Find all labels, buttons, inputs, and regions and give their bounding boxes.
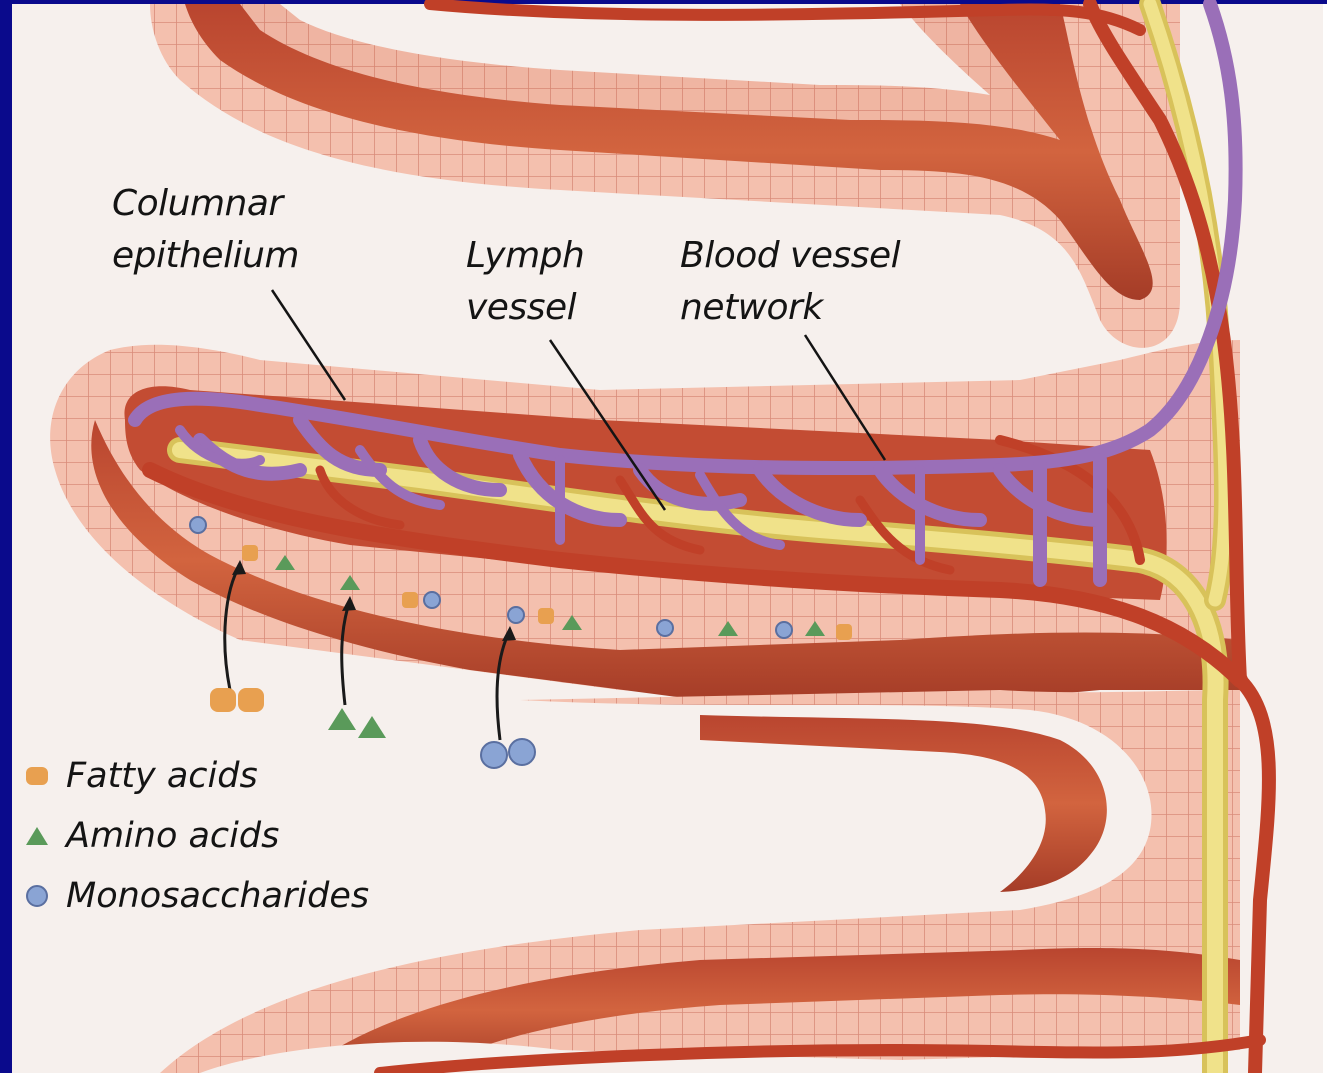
fatty-acid-icon <box>22 761 58 791</box>
label-columnar-epithelium: Columnar epithelium <box>112 178 299 282</box>
legend-amino-acids: Amino acids <box>22 816 279 856</box>
label-line: Lymph <box>466 230 584 282</box>
monosaccharide-icon <box>22 881 58 911</box>
label-line: Blood vessel <box>680 230 900 282</box>
amino-acid-icon <box>22 821 58 851</box>
label-lymph-vessel: Lymph vessel <box>466 230 584 334</box>
legend-monosaccharides: Monosaccharides <box>22 876 369 916</box>
legend-fatty-acids: Fatty acids <box>22 756 258 796</box>
label-line: Columnar <box>112 178 299 230</box>
legend-label: Monosaccharides <box>66 876 369 916</box>
label-blood-vessel-network: Blood vessel network <box>680 230 900 334</box>
legend-label: Fatty acids <box>66 756 258 796</box>
right-edge <box>1323 4 1327 1073</box>
label-line: epithelium <box>112 230 299 282</box>
label-line: network <box>680 282 900 334</box>
legend-label: Amino acids <box>66 816 279 856</box>
label-line: vessel <box>466 282 584 334</box>
